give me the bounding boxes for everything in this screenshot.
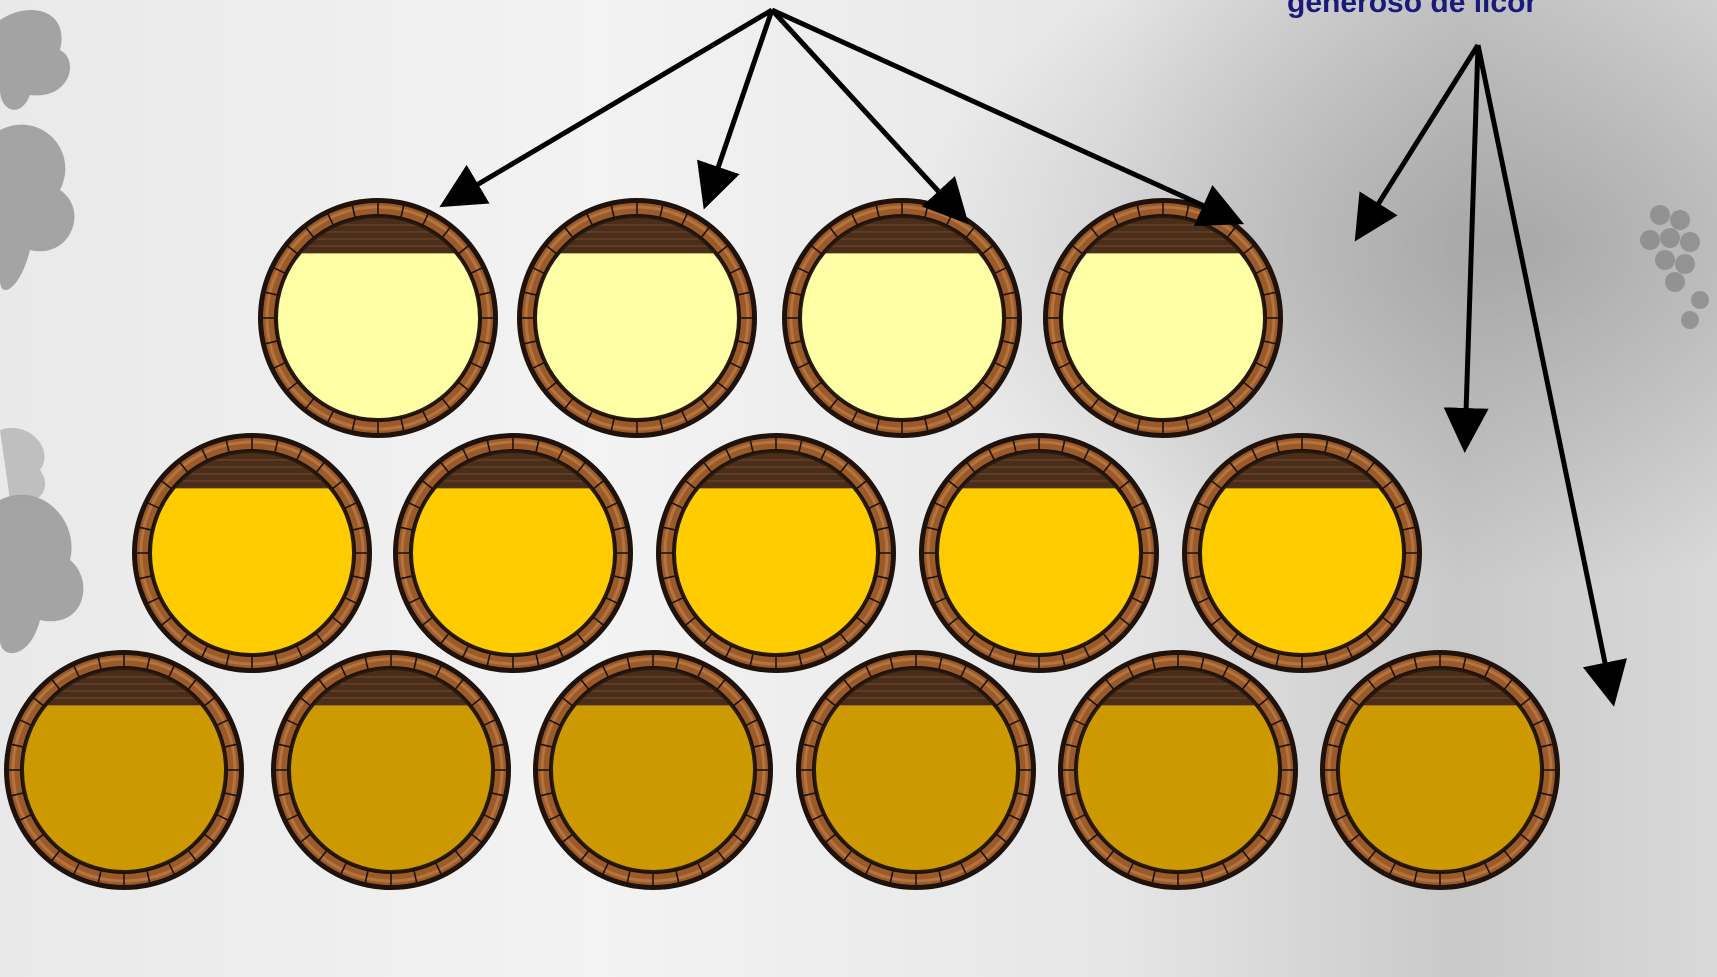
annotation-label: generoso de licor — [1287, 0, 1537, 20]
